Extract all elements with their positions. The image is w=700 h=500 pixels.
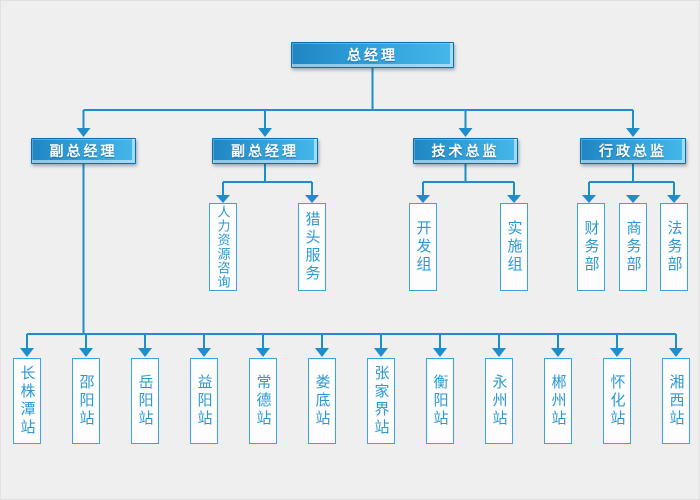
node-implementation-group[interactable]: 实施组 (500, 203, 528, 291)
node-station-huaihua[interactable]: 怀化站 (603, 358, 631, 444)
node-station-xiangxi[interactable]: 湘西站 (662, 358, 690, 444)
node-finance-dept[interactable]: 财务部 (577, 203, 605, 291)
node-station-chenzhou[interactable]: 郴州站 (544, 358, 572, 444)
node-deputy-gm-2[interactable]: 副总经理 (212, 138, 318, 164)
node-dev-group[interactable]: 开发组 (409, 203, 437, 291)
node-station-zhangjiajie[interactable]: 张家界站 (367, 358, 395, 444)
node-station-changzhutan[interactable]: 长株潭站 (13, 358, 41, 444)
node-station-hengyang[interactable]: 衡阳站 (426, 358, 454, 444)
node-station-yiyang[interactable]: 益阳站 (190, 358, 218, 444)
node-tech-director[interactable]: 技术总监 (413, 138, 518, 164)
node-station-loudi[interactable]: 娄底站 (308, 358, 336, 444)
node-admin-director[interactable]: 行政总监 (580, 138, 686, 164)
node-deputy-gm-1[interactable]: 副总经理 (31, 138, 136, 164)
node-station-shaoyang[interactable]: 邵阳站 (72, 358, 100, 444)
arrow-down-icons (20, 128, 683, 357)
node-legal-dept[interactable]: 法务部 (660, 203, 688, 291)
node-hr-consulting[interactable]: 人力资源咨询 (209, 203, 237, 291)
node-station-yongzhou[interactable]: 永州站 (485, 358, 513, 444)
node-station-changde[interactable]: 常德站 (249, 358, 277, 444)
node-station-yueyang[interactable]: 岳阳站 (131, 358, 159, 444)
node-business-dept[interactable]: 商务部 (619, 203, 647, 291)
node-headhunting-service[interactable]: 猎头服务 (298, 203, 326, 291)
connector-paths (26, 68, 677, 349)
node-general-manager[interactable]: 总经理 (291, 42, 454, 68)
